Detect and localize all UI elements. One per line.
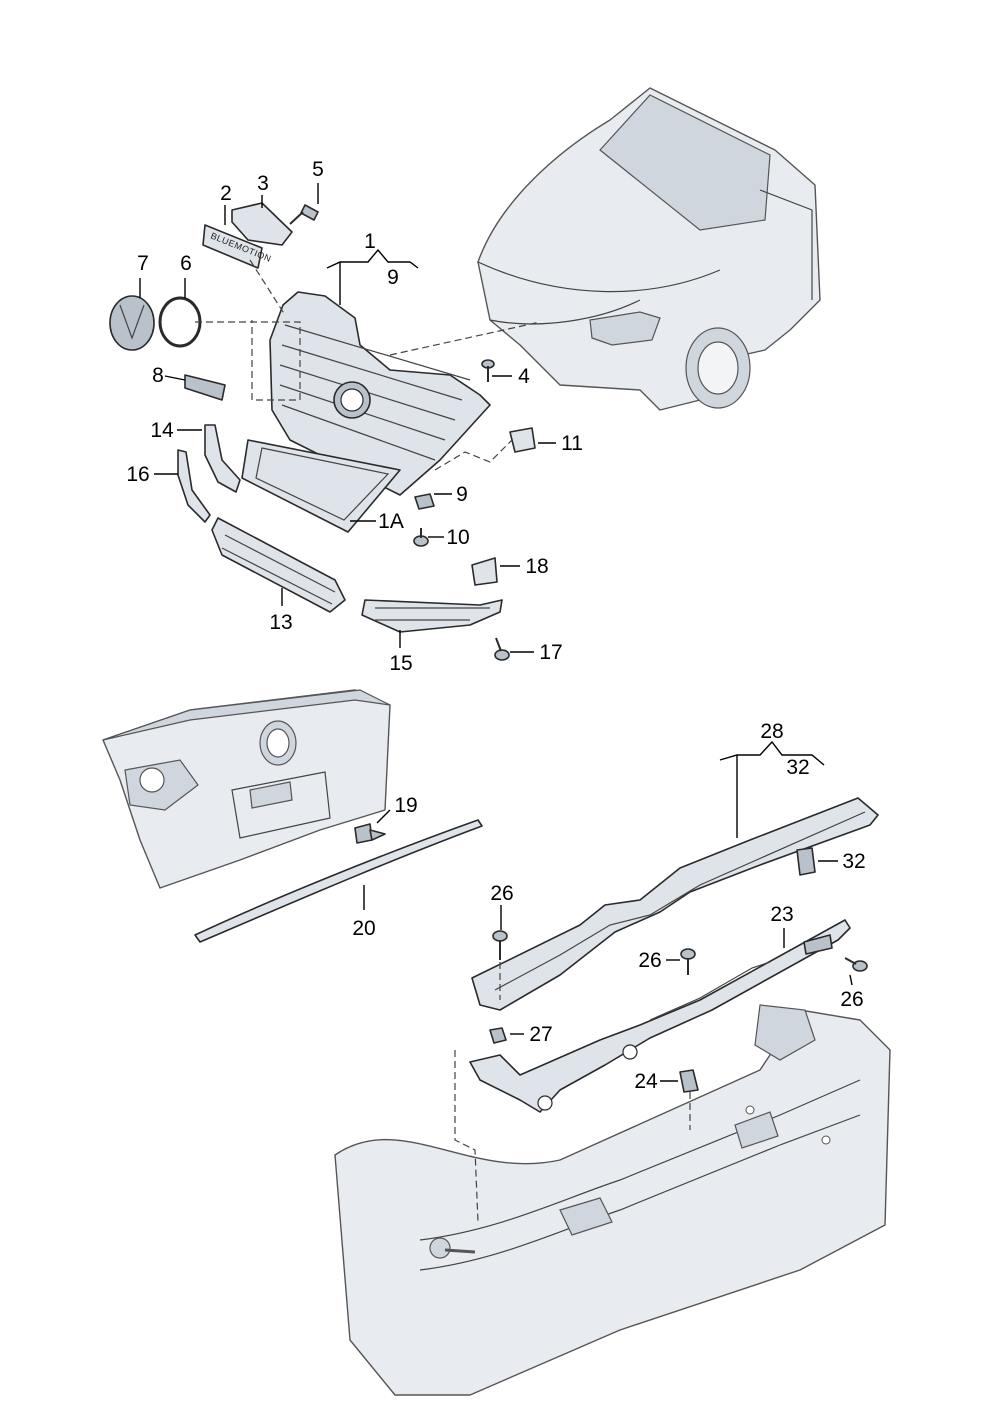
label-14: 14 xyxy=(150,419,174,442)
car-front-illustration xyxy=(477,87,821,411)
lower-grille-13 xyxy=(211,517,346,613)
label-15: 15 xyxy=(389,652,412,675)
label-16: 16 xyxy=(126,463,149,486)
tailgate-trim-strip xyxy=(194,819,483,943)
clip-24 xyxy=(679,1069,699,1093)
label-1a: 1A xyxy=(378,510,404,533)
label-10: 10 xyxy=(446,526,469,549)
label-24: 24 xyxy=(634,1070,658,1093)
label-17: 17 xyxy=(539,641,562,664)
lower-grille-15 xyxy=(361,599,503,633)
tailgate-illustration xyxy=(102,689,391,889)
label-8: 8 xyxy=(152,364,164,387)
licence-plate-holder xyxy=(241,439,401,533)
screw-26-middle xyxy=(680,948,696,975)
screw-17 xyxy=(494,637,510,661)
label-23: 23 xyxy=(770,903,793,926)
label-27: 27 xyxy=(529,1023,552,1046)
screw-4 xyxy=(481,359,495,382)
label-26-right: 26 xyxy=(840,988,863,1011)
label-32-cap: 32 xyxy=(842,850,865,873)
emblem-ring xyxy=(158,296,202,348)
label-2: 2 xyxy=(220,182,232,205)
screw-26-left xyxy=(492,930,508,960)
label-3: 3 xyxy=(257,172,269,195)
label-1: 1 xyxy=(364,230,376,253)
trim-strip-14 xyxy=(204,424,241,493)
label-5: 5 xyxy=(312,158,324,181)
vehicle-floor-illustration xyxy=(334,1004,891,1396)
screw-5 xyxy=(289,204,319,225)
screw-10 xyxy=(413,528,429,547)
bracket-end-23 xyxy=(803,934,833,955)
label-18: 18 xyxy=(525,555,548,578)
label-9-clip: 9 xyxy=(456,483,468,506)
label-28: 28 xyxy=(760,720,783,743)
clip-9 xyxy=(414,493,435,510)
label-11: 11 xyxy=(561,432,583,455)
clip-8 xyxy=(184,374,226,401)
label-32-bracket: 32 xyxy=(786,756,809,779)
nut-27 xyxy=(489,1027,507,1044)
vw-emblem xyxy=(109,295,155,351)
label-20: 20 xyxy=(352,917,375,940)
label-9-grille: 9 xyxy=(387,266,399,289)
radiator-grille xyxy=(269,291,491,496)
bracket-11 xyxy=(509,427,536,453)
label-4: 4 xyxy=(518,365,530,388)
sill-panel xyxy=(471,797,879,1011)
screw-26-right xyxy=(844,957,868,972)
label-26-left: 26 xyxy=(490,882,513,905)
sill-trim-bracket xyxy=(469,919,851,1113)
label-6: 6 xyxy=(180,252,192,275)
clip-19 xyxy=(354,823,386,844)
label-26-middle: 26 xyxy=(638,949,661,972)
label-13: 13 xyxy=(269,611,292,634)
label-19: 19 xyxy=(394,794,417,817)
cap-32 xyxy=(796,847,816,876)
trim-strip-16 xyxy=(177,449,211,523)
bracket-18 xyxy=(471,557,498,586)
label-7: 7 xyxy=(137,252,149,275)
